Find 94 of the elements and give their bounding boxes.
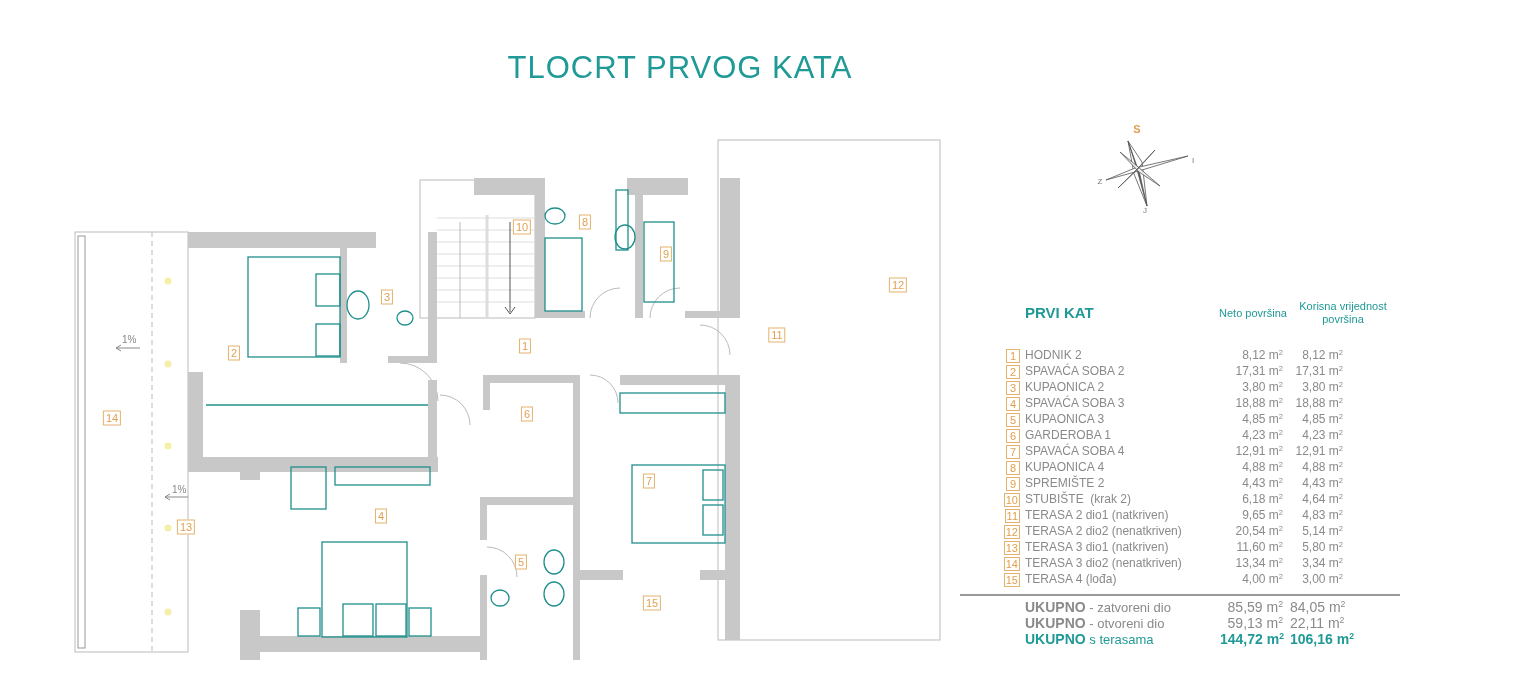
area-value: 6,18 m$^{2}$ [1241,492,1284,508]
room-number-tag: 15 [642,595,662,611]
room-number-tag: 6 [1006,429,1020,443]
area-value: 3,80 m$^{2}$ [1301,380,1344,396]
room-number-tag: 9 [659,246,673,262]
area-value: 20,54 m$^{2}$ [1234,524,1284,540]
slope-label: 1% [172,484,187,495]
total-label: UKUPNO - zatvoreni dio [1024,600,1172,616]
area-value: 13,34 m$^{2}$ [1234,556,1284,572]
area-value: 4,85 m$^{2}$ [1241,412,1284,428]
area-value: 4,23 m$^{2}$ [1301,428,1344,444]
room-number-tag: 1 [518,338,532,354]
room-number-tag: 10 [1003,493,1020,507]
column-header: Korisna vrijednost površina [1298,300,1388,326]
room-name: KUPAONICA 2 [1024,380,1106,395]
room-number-tag: 11 [768,327,786,343]
area-value: 8,12 m$^{2}$ [1241,348,1284,364]
room-number-tag: 13 [1003,541,1020,555]
area-value: 3,34 m$^{2}$ [1301,556,1344,572]
total-value: 84,05 m$^{2}$ [1290,600,1347,616]
area-value: 3,80 m$^{2}$ [1241,380,1284,396]
table-heading: PRVI KAT [1024,305,1095,321]
area-value: 5,14 m$^{2}$ [1301,524,1344,540]
room-name: KUPAONICA 3 [1024,412,1106,428]
room-name: TERASA 2 dio1 (natkriven) [1024,508,1170,524]
room-name: SPAVAĆA SOBA 3 [1024,396,1126,412]
area-value: 4,88 m$^{2}$ [1241,460,1284,476]
room-number-tag: 15 [1003,573,1020,587]
room-number-tag: 1 [1006,349,1020,363]
area-value: 4,43 m$^{2}$ [1241,476,1284,492]
room-number-tag: 14 [1003,557,1020,571]
room-number-tag: 4 [1006,397,1020,411]
area-value: 4,43 m$^{2}$ [1301,476,1344,492]
room-name: GARDEROBA 1 [1024,428,1113,443]
area-value: 17,31 m$^{2}$ [1234,364,1284,380]
room-name: KUPAONICA 4 [1024,460,1106,475]
total-value: 59,13 m$^{2}$ [1226,615,1284,632]
room-name: STUBIŠTE (krak 2) [1024,492,1132,508]
area-value: 4,83 m$^{2}$ [1301,508,1344,524]
room-number-tag: 3 [380,289,394,305]
total-label: UKUPNO s terasama [1024,631,1155,648]
room-number-tag: 8 [1006,461,1020,475]
room-number-tag: 13 [176,519,196,535]
room-number-tag: 2 [1006,365,1020,379]
room-number-tag: 12 [888,277,908,293]
room-number-tag: 2 [227,345,241,361]
room-name: TERASA 3 dio2 (nenatkriven) [1024,556,1183,572]
area-value: 3,00 m$^{2}$ [1301,572,1344,588]
room-number-tag: 5 [1006,413,1020,427]
area-value: 4,64 m$^{2}$ [1301,492,1344,508]
total-label: UKUPNO - otvoreni dio [1024,615,1166,632]
room-name: TERASA 4 (lođa) [1024,572,1118,588]
compass-letter: J [1143,205,1147,215]
compass-letter: I [1191,155,1195,165]
room-number-tag: 6 [520,406,534,422]
area-value: 11,60 m$^{2}$ [1235,540,1284,556]
room-number-tag: 5 [514,554,528,570]
area-value: 4,85 m$^{2}$ [1301,412,1344,428]
area-value: 17,31 m$^{2}$ [1294,364,1344,380]
area-value: 4,23 m$^{2}$ [1241,428,1284,444]
room-name: SPAVAĆA SOBA 4 [1024,444,1126,460]
total-value: 144,72 m$^{2}$ [1220,631,1285,648]
area-value: 18,88 m$^{2}$ [1294,396,1344,412]
room-number-tag: 9 [1006,477,1020,491]
column-header: Neto površina [1218,306,1288,320]
area-value: 9,65 m$^{2}$ [1241,508,1284,524]
area-value: 5,80 m$^{2}$ [1301,540,1344,556]
total-value: 106,16 m$^{2}$ [1290,631,1355,648]
total-value: 22,11 m$^{2}$ [1290,615,1346,632]
compass-letter: S [1133,123,1141,135]
slope-label: 1% [122,334,137,345]
area-value: 4,88 m$^{2}$ [1301,460,1344,476]
area-value: 12,91 m$^{2}$ [1294,444,1344,460]
room-number-tag: 7 [1006,445,1020,459]
area-value: 8,12 m$^{2}$ [1301,348,1344,364]
room-number-tag: 4 [374,508,388,524]
room-name: TERASA 3 dio1 (natkriven) [1024,540,1170,556]
room-number-tag: 8 [578,214,592,230]
area-value: 18,88 m$^{2}$ [1234,396,1284,412]
room-number-tag: 3 [1006,381,1020,395]
room-number-tag: 10 [512,219,532,235]
room-number-tag: 14 [102,410,122,426]
room-name: SPAVAĆA SOBA 2 [1024,364,1126,380]
compass-letter: Z [1097,176,1103,186]
total-value: 85,59 m$^{2}$ [1226,600,1284,616]
area-value: 4,00 m$^{2}$ [1241,572,1284,588]
room-name: SPREMIŠTE 2 [1024,476,1106,491]
room-number-tag: 7 [642,473,656,489]
title: TLOCRT PRVOG KATA [506,50,854,86]
room-name: HODNIK 2 [1024,348,1083,363]
room-number-tag: 11 [1004,509,1020,523]
room-number-tag: 12 [1003,525,1020,539]
room-name: TERASA 2 dio2 (nenatkriven) [1024,524,1183,540]
area-value: 12,91 m$^{2}$ [1234,444,1284,460]
